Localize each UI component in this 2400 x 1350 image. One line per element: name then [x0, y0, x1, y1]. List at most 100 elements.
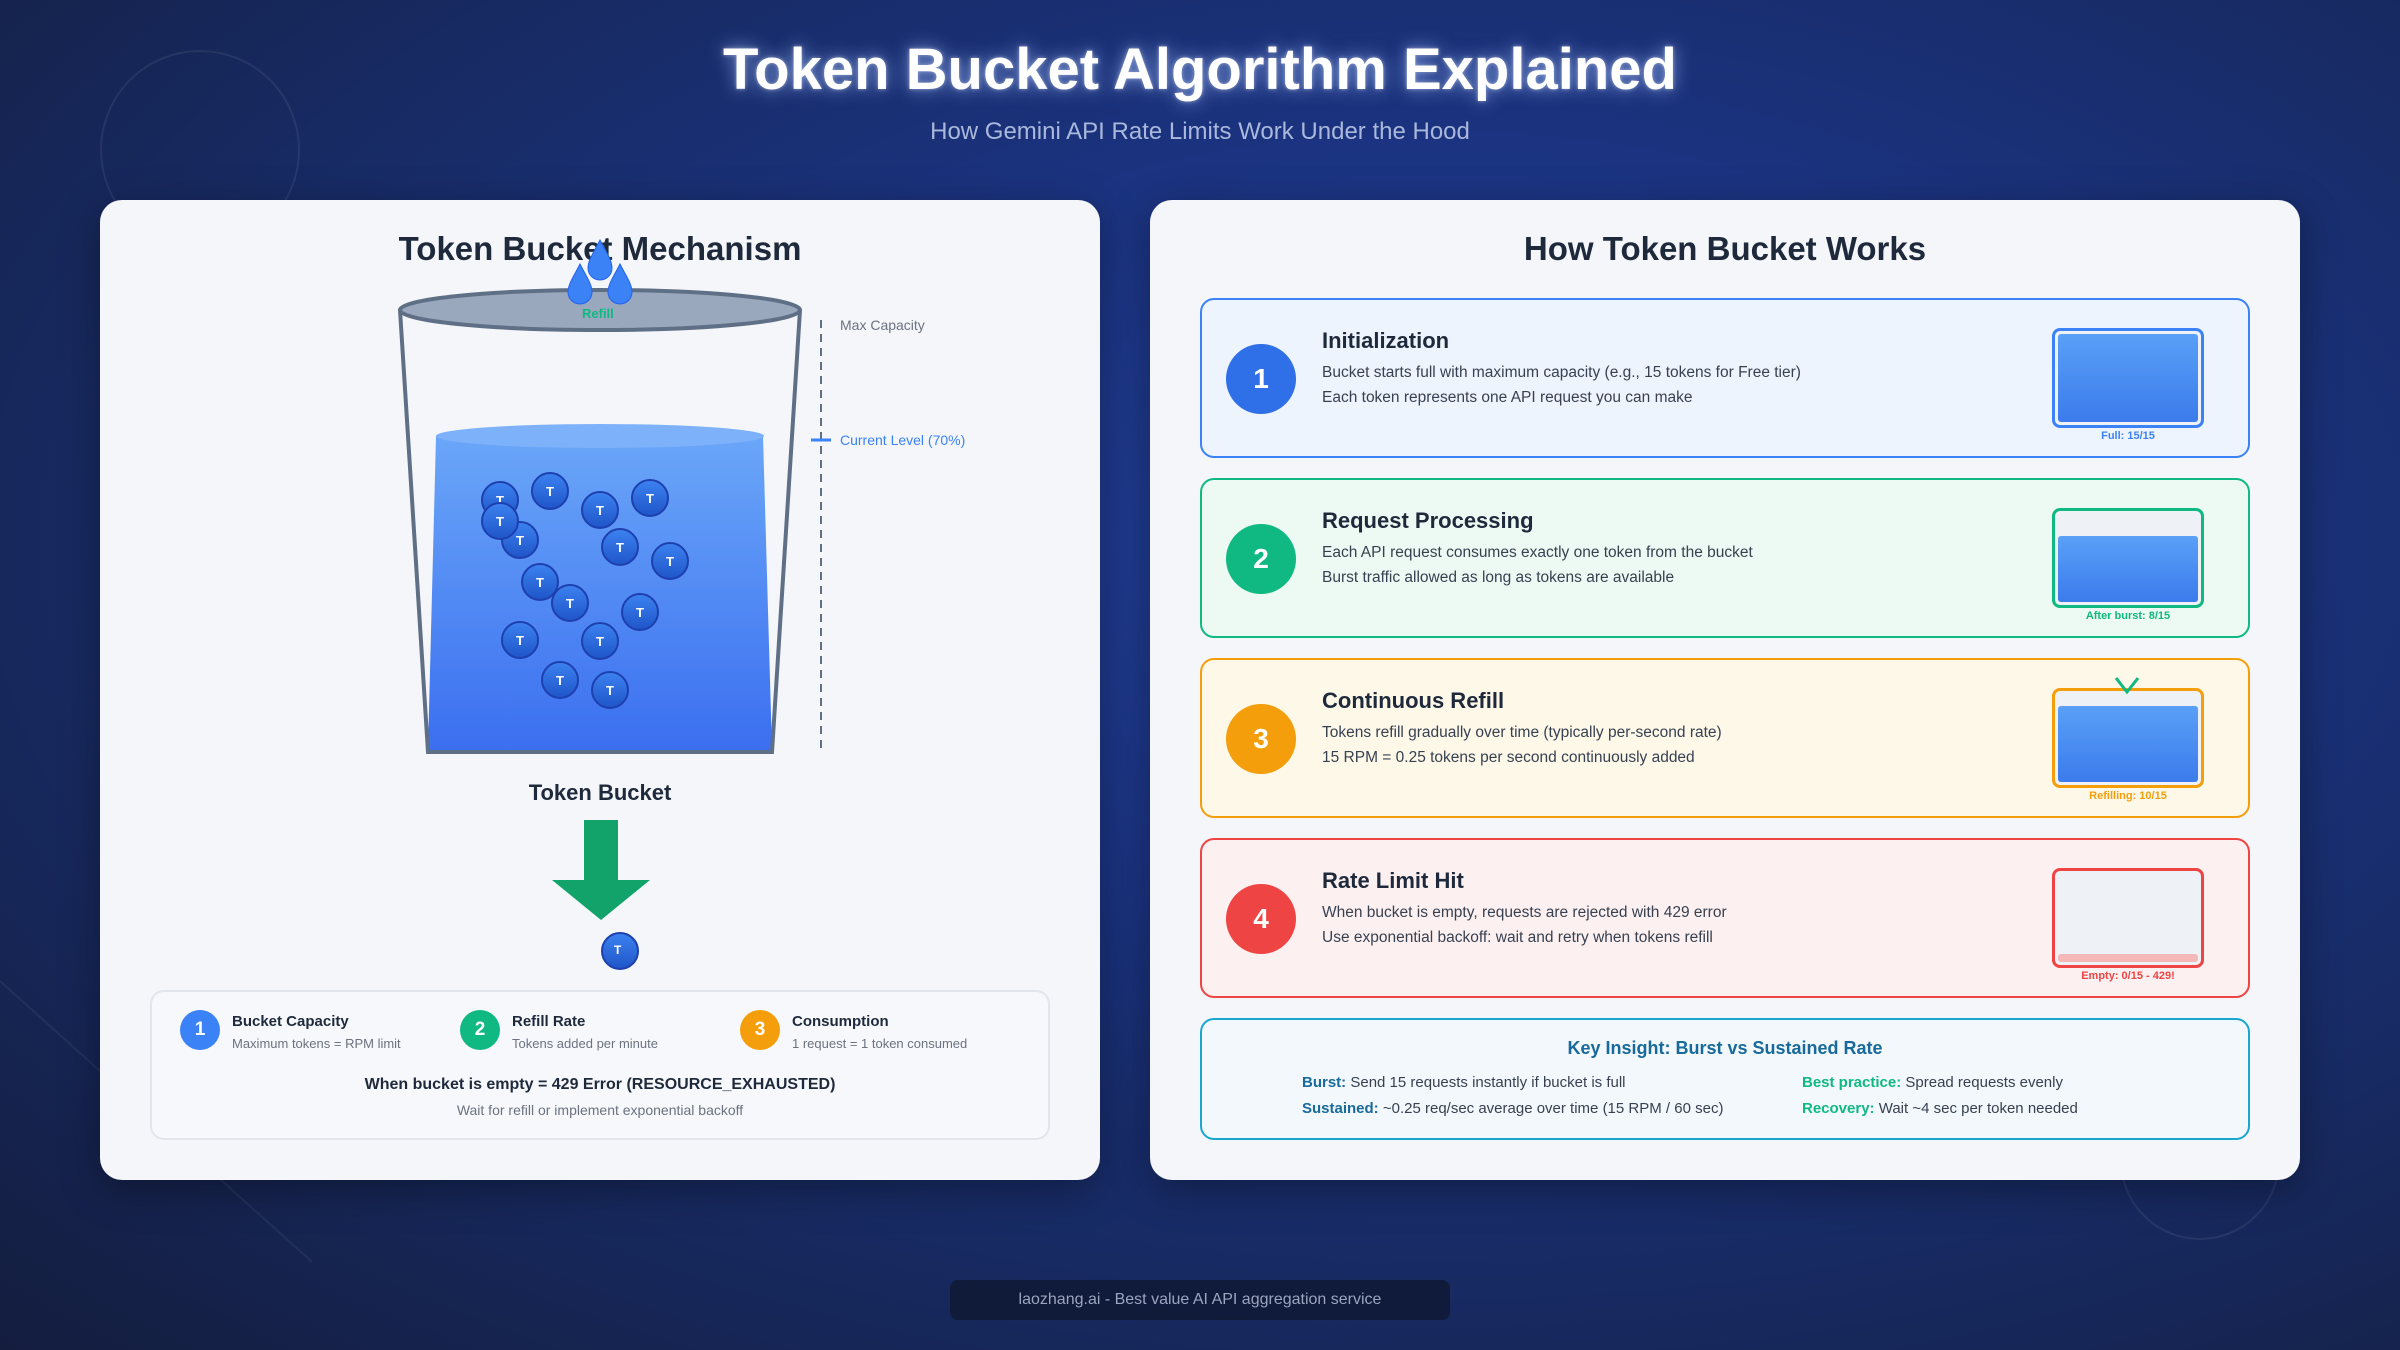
- insight-burst: Burst: Send 15 requests instantly if buc…: [1302, 1074, 1626, 1091]
- step-card-rate-limit-hit: 4 Rate Limit Hit When bucket is empty, r…: [1200, 838, 2250, 998]
- legend-description: Maximum tokens = RPM limit: [232, 1036, 401, 1051]
- legend-item-consumption: 3 Consumption 1 request = 1 token consum…: [740, 1010, 967, 1051]
- current-level-label: Current Level (70%): [840, 432, 966, 448]
- mini-bucket-fill: [2058, 706, 2198, 782]
- token-7: T: [651, 542, 689, 580]
- step-card-request-processing: 2 Request Processing Each API request co…: [1200, 478, 2250, 638]
- insight-key: Recovery:: [1802, 1100, 1875, 1117]
- consumed-token: [601, 932, 639, 970]
- mini-bucket-fill: [2058, 536, 2198, 602]
- token-glyph: T: [536, 575, 544, 590]
- token-glyph: T: [616, 540, 624, 555]
- insight-value: Send 15 requests instantly if bucket is …: [1350, 1074, 1626, 1091]
- mini-bucket-caption: Full: 15/15: [2101, 430, 2155, 442]
- token-glyph: T: [646, 491, 654, 506]
- how-token-bucket-works-panel: How Token Bucket Works 1 Initialization …: [1150, 200, 2300, 1180]
- step-card-initialization: 1 Initialization Bucket starts full with…: [1200, 298, 2250, 458]
- token-14: T: [541, 661, 579, 699]
- token-10: T: [551, 584, 589, 622]
- step-description: Use exponential backoff: wait and retry …: [1322, 929, 1713, 946]
- token-15: T: [591, 671, 629, 709]
- backoff-hint-text: Wait for refill or implement exponential…: [456, 1102, 744, 1118]
- bucket-label: Token Bucket: [528, 780, 672, 805]
- token-9: T: [481, 502, 519, 540]
- insight-key: Sustained:: [1302, 1100, 1379, 1117]
- step-title: Rate Limit Hit: [1322, 868, 1464, 893]
- water-surface: [436, 424, 764, 448]
- insight-sustained: Sustained: ~0.25 req/sec average over ti…: [1302, 1100, 1723, 1117]
- token-13: T: [581, 622, 619, 660]
- insight-value: Spread requests evenly: [1905, 1074, 2063, 1091]
- bucket-outline: [398, 309, 802, 754]
- legend-item-refill-rate: 2 Refill Rate Tokens added per minute: [460, 1010, 658, 1051]
- step-description: Each token represents one API request yo…: [1322, 389, 1693, 406]
- mini-bucket-caption: Empty: 0/15 - 429!: [2081, 970, 2175, 982]
- bucket-legend: 1 Bucket Capacity Maximum tokens = RPM l…: [150, 990, 1050, 1140]
- token-glyph: T: [596, 634, 604, 649]
- token-glyph: T: [496, 514, 504, 529]
- step-title: Continuous Refill: [1322, 688, 1505, 713]
- insight-value: Wait ~4 sec per token needed: [1878, 1100, 2078, 1117]
- token-glyph: T: [546, 484, 554, 499]
- mini-bucket-empty-bottom: [2058, 954, 2198, 962]
- footer-banner[interactable]: laozhang.ai - Best value AI API aggregat…: [950, 1280, 1450, 1320]
- token-glyph: T: [666, 554, 674, 569]
- token-3: T: [581, 491, 619, 529]
- legend-number-badge: 3: [740, 1010, 780, 1050]
- token-glyph: T: [516, 533, 524, 548]
- step-number-badge: 4: [1226, 884, 1296, 954]
- step-number-badge: 2: [1226, 524, 1296, 594]
- panel-title: How Token Bucket Works: [1523, 230, 1927, 267]
- step-description: Burst traffic allowed as long as tokens …: [1322, 569, 1675, 586]
- token-glyph: T: [556, 673, 564, 688]
- token-glyph: T: [516, 633, 524, 648]
- step-description: Bucket starts full with maximum capacity…: [1322, 364, 1801, 381]
- token-4: T: [631, 479, 669, 517]
- token-glyph: T: [596, 503, 604, 518]
- step-description: 15 RPM = 0.25 tokens per second continuo…: [1322, 749, 1695, 766]
- insight-key: Best practice:: [1802, 1074, 1902, 1091]
- bucket-rim: [398, 288, 802, 332]
- mini-bucket-caption: Refilling: 10/15: [2089, 790, 2167, 802]
- step-title: Request Processing: [1322, 508, 1534, 533]
- page-subtitle: How Gemini API Rate Limits Work Under th…: [930, 118, 1470, 145]
- legend-title: Refill Rate: [512, 1013, 586, 1030]
- insight-title: Key Insight: Burst vs Sustained Rate: [1567, 1038, 1883, 1058]
- empty-bucket-error-text: When bucket is empty = 429 Error (RESOUR…: [364, 1076, 836, 1093]
- step-description: Each API request consumes exactly one to…: [1322, 544, 1753, 561]
- legend-title: Bucket Capacity: [232, 1013, 349, 1030]
- legend-description: Tokens added per minute: [512, 1036, 658, 1051]
- token-glyph: T: [636, 605, 644, 620]
- mini-bucket: [2052, 508, 2204, 608]
- water-drop-icon: [567, 238, 633, 305]
- step-title: Initialization: [1322, 328, 1450, 353]
- insight-recovery: Recovery: Wait ~4 sec per token needed: [1802, 1100, 2078, 1117]
- mini-bucket: [2052, 688, 2204, 788]
- token-glyph: T: [566, 596, 574, 611]
- insight-best-practice: Best practice: Spread requests evenly: [1802, 1074, 2063, 1091]
- token-glyph: T: [606, 683, 614, 698]
- refill-check-icon: [2114, 677, 2140, 695]
- page-title: Token Bucket Algorithm Explained: [723, 37, 1677, 102]
- legend-description: 1 request = 1 token consumed: [792, 1036, 968, 1051]
- mini-bucket: [2052, 868, 2204, 968]
- legend-item-capacity: 1 Bucket Capacity Maximum tokens = RPM l…: [180, 1010, 401, 1051]
- insight-value: ~0.25 req/sec average over time (15 RPM …: [1382, 1100, 1724, 1117]
- token-2: T: [531, 472, 569, 510]
- step-number-badge: 1: [1226, 344, 1296, 414]
- legend-number-badge: 2: [460, 1010, 500, 1050]
- step-description: When bucket is empty, requests are rejec…: [1322, 904, 1727, 921]
- key-insight-box: Key Insight: Burst vs Sustained Rate Bur…: [1200, 1018, 2250, 1140]
- down-arrow-head: [552, 880, 650, 920]
- token-glyph: T: [496, 493, 504, 508]
- mini-bucket-fill: [2058, 334, 2198, 422]
- refill-label: Refill: [582, 306, 614, 321]
- legend-title: Consumption: [792, 1013, 889, 1030]
- step-description: Tokens refill gradually over time (typic…: [1322, 724, 1722, 741]
- token-11: T: [621, 593, 659, 631]
- consumed-token-glyph: T: [614, 943, 622, 957]
- mini-bucket-caption: After burst: 8/15: [2085, 610, 2171, 622]
